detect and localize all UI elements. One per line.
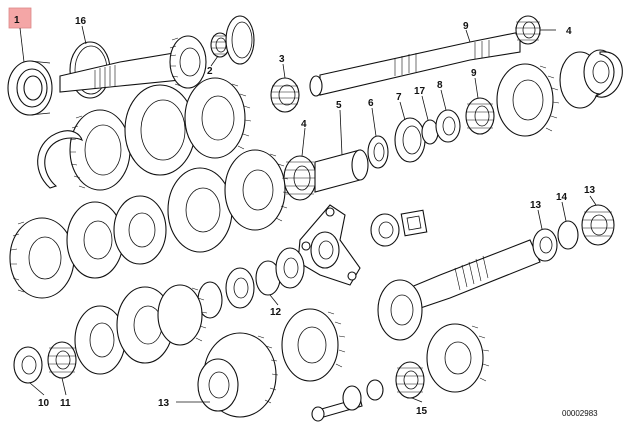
snap-ring-right[interactable] <box>594 51 623 98</box>
drawing-code: 00002983 <box>562 409 598 418</box>
ring-part-7[interactable] <box>394 117 426 163</box>
countershaft[interactable] <box>377 239 541 341</box>
callout-5[interactable]: 5 <box>336 100 342 111</box>
gear-cluster-middle[interactable] <box>66 149 290 279</box>
callout-11[interactable]: 11 <box>60 398 71 409</box>
callout-2[interactable]: 2 <box>207 66 213 77</box>
callout-12[interactable]: 12 <box>270 307 282 318</box>
callout-1[interactable]: 1 <box>14 15 20 26</box>
needle-bearing-part-15[interactable] <box>395 361 425 399</box>
callout-1-highlight <box>8 7 32 29</box>
bearing-part-13-right-b[interactable] <box>581 204 615 246</box>
callout-6[interactable]: 6 <box>368 98 374 109</box>
gear-part-13-lower[interactable] <box>197 332 279 418</box>
callout-13-right-b[interactable]: 13 <box>584 185 596 196</box>
gear-large-left[interactable] <box>9 217 75 299</box>
callout-15[interactable]: 15 <box>416 406 428 417</box>
needle-bearing-part-9[interactable] <box>465 97 495 135</box>
callout-3[interactable]: 3 <box>279 54 285 65</box>
callout-10[interactable]: 10 <box>38 398 50 409</box>
synchro-hub-assembly[interactable] <box>69 77 252 191</box>
callout-4-top[interactable]: 4 <box>566 26 572 37</box>
gear-lower-right[interactable] <box>426 323 490 393</box>
callout-9-top[interactable]: 9 <box>463 21 469 32</box>
synchro-ring-upper-right[interactable] <box>559 49 617 109</box>
callout-13-lower[interactable]: 13 <box>158 398 170 409</box>
input-shaft[interactable] <box>59 35 207 93</box>
callout-labels: 1 16 2 9 4 3 4 5 6 7 17 8 9 13 14 13 12 … <box>14 15 598 418</box>
bearing-part-1[interactable] <box>7 60 53 116</box>
collar-part-8[interactable] <box>435 109 461 143</box>
needle-bearing-part-11[interactable] <box>47 341 77 379</box>
gear-part-4-top[interactable] <box>515 15 541 45</box>
needle-bearing-part-3[interactable] <box>270 77 300 113</box>
gear-upper-right[interactable] <box>496 63 560 137</box>
callout-9-middle[interactable]: 9 <box>471 68 477 79</box>
washer-part-6[interactable] <box>367 135 389 169</box>
gear-part-4-lower[interactable] <box>283 155 317 201</box>
gear-cluster-lower[interactable] <box>74 284 208 375</box>
bolt-and-washers[interactable] <box>311 379 384 422</box>
gear-lower-middle[interactable] <box>281 308 346 382</box>
ring-part-14[interactable] <box>557 220 579 250</box>
bearing-part-13-right-a[interactable] <box>532 228 558 262</box>
leader-lines <box>19 25 597 403</box>
callout-7[interactable]: 7 <box>396 92 402 103</box>
synchro-ring-top[interactable] <box>225 15 255 65</box>
callout-16[interactable]: 16 <box>75 16 87 27</box>
idler-shaft-small[interactable] <box>370 209 428 247</box>
callout-14[interactable]: 14 <box>556 192 568 203</box>
washer-stack-part-12[interactable] <box>197 247 305 319</box>
callout-17[interactable]: 17 <box>414 86 426 97</box>
callout-13-right-a[interactable]: 13 <box>530 200 542 211</box>
callout-4-lower[interactable]: 4 <box>301 119 307 130</box>
sleeve-part-5[interactable] <box>314 149 369 193</box>
bearing-part-10[interactable] <box>13 346 43 384</box>
reverse-idler-bracket[interactable] <box>297 204 361 286</box>
callout-8[interactable]: 8 <box>437 80 443 91</box>
snap-ring-left[interactable] <box>37 130 83 189</box>
